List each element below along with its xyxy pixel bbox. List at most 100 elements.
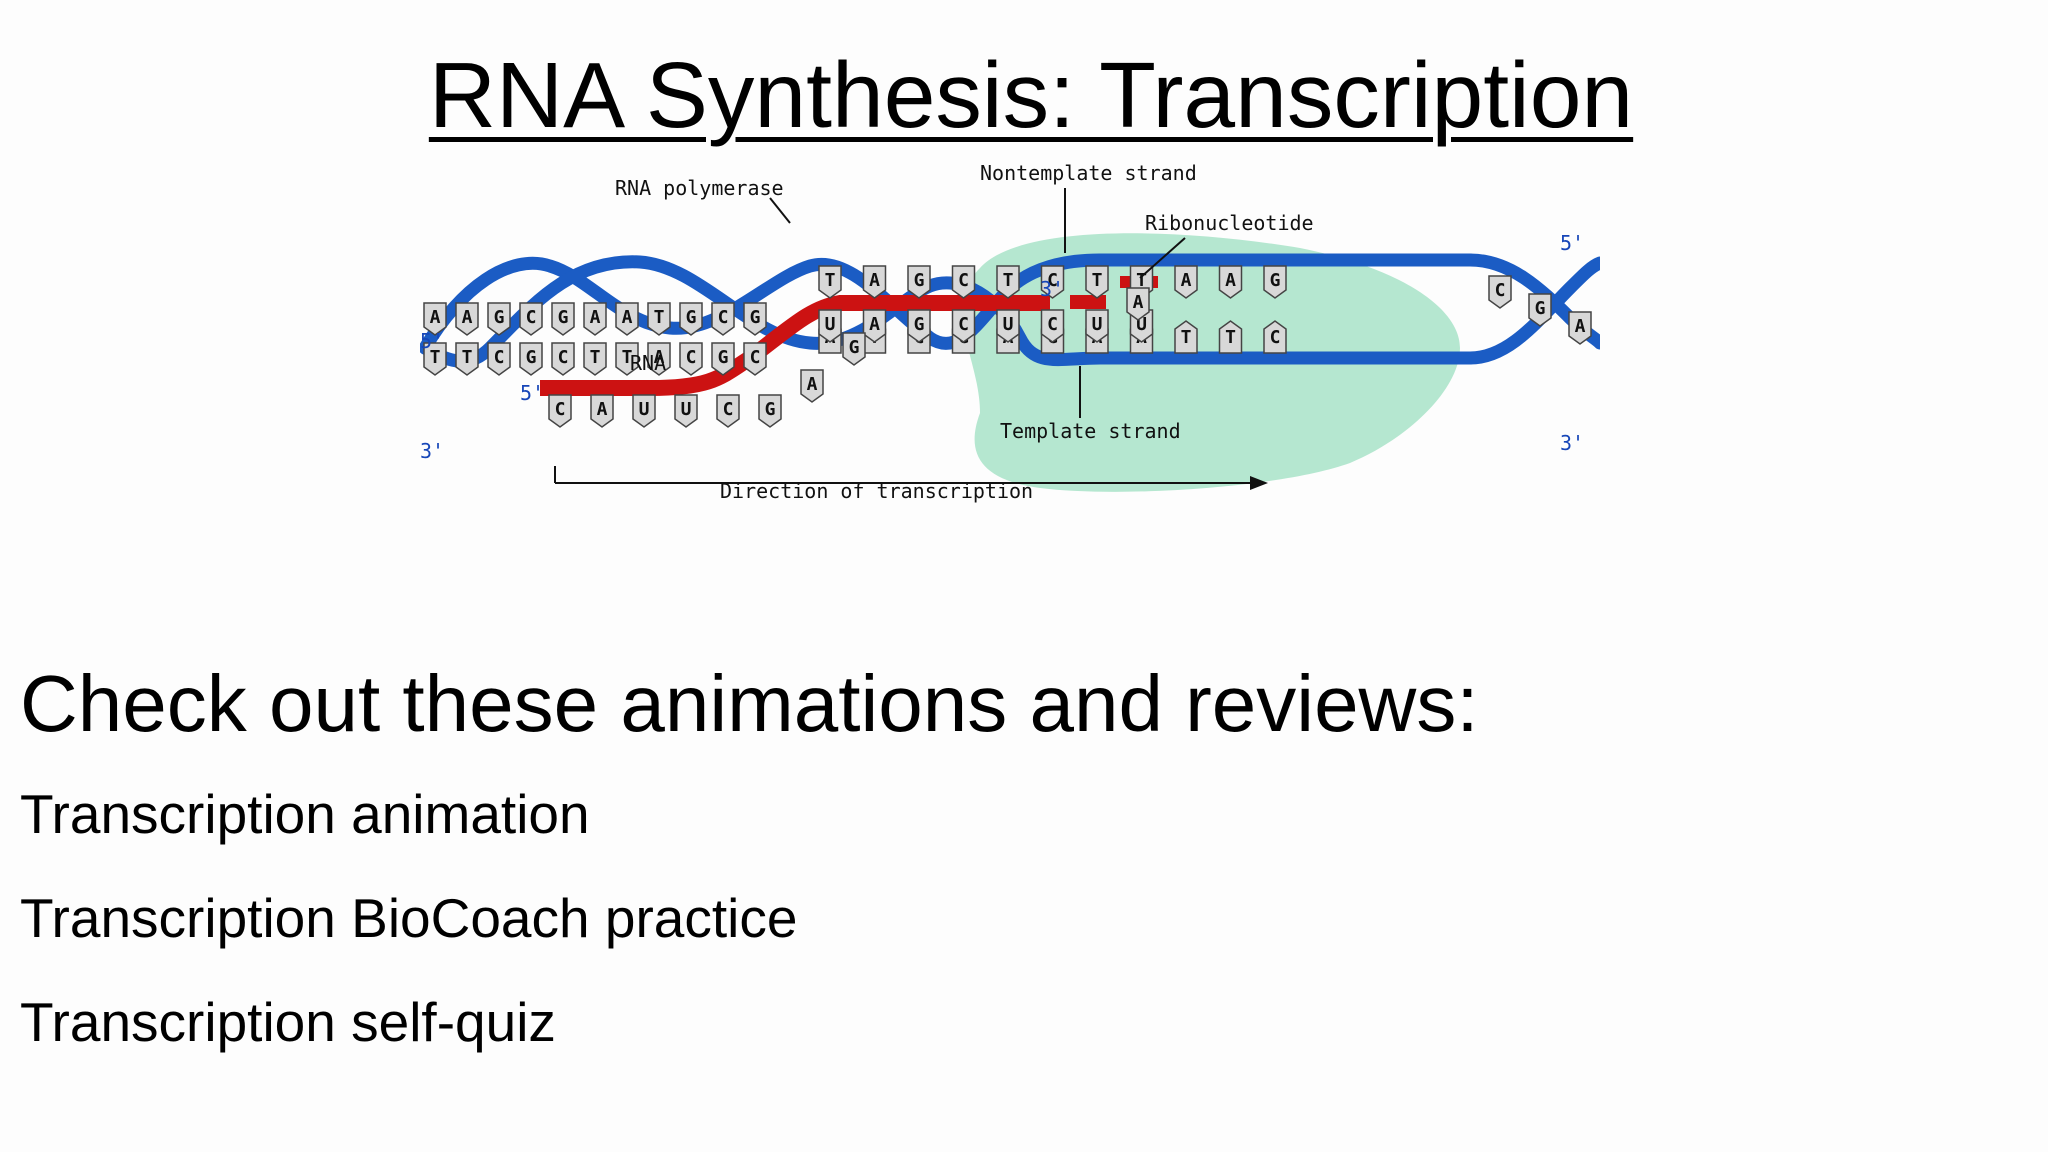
rna-base: U — [818, 309, 842, 343]
base-letter: T — [825, 270, 836, 291]
helix-base: G — [743, 302, 767, 336]
helix-base: G — [551, 302, 575, 336]
label-rna: RNA — [630, 351, 666, 375]
helix-base: A — [455, 302, 479, 336]
rna-base: U — [1085, 309, 1109, 343]
base-letter: T — [1136, 270, 1147, 291]
base-letter: A — [590, 307, 601, 328]
template-base: T — [1218, 320, 1243, 354]
link-self-quiz[interactable]: Transcription self-quiz — [20, 991, 556, 1053]
nontemplate-base: T — [996, 265, 1020, 299]
helix-base: A — [423, 302, 447, 336]
base-letter: A — [654, 347, 665, 368]
base-letter: T — [1092, 270, 1103, 291]
rna-trailing-base: A — [590, 394, 614, 428]
template-base: C — [1263, 320, 1287, 354]
nontemplate-base: G — [1263, 265, 1287, 299]
base-letter: A — [1225, 270, 1236, 291]
base-letter: C — [1270, 327, 1281, 348]
end-3prime-left: 3' — [420, 439, 444, 463]
end-3prime-right: 3' — [1560, 431, 1584, 455]
base-letter: U — [1136, 314, 1147, 335]
rna-3prime-segment — [1070, 295, 1106, 309]
nontemplate-base: A — [862, 265, 887, 299]
helix-base-pair: C — [487, 342, 511, 376]
link-biocoach-practice[interactable]: Transcription BioCoach practice — [20, 887, 798, 949]
helix-base: C — [519, 302, 543, 336]
right-helix-bases: C G A — [1488, 275, 1592, 345]
base-letter: T — [654, 307, 665, 328]
helix-base: T — [647, 302, 671, 336]
end-5prime-rna: 5' — [520, 381, 544, 405]
base-letter: C — [1495, 280, 1506, 301]
rna-base: C — [951, 309, 976, 343]
base-letter: G — [765, 399, 776, 420]
helix-base: A — [615, 302, 639, 336]
leader-polymerase — [769, 197, 791, 224]
helix-base-pair: C — [679, 342, 703, 376]
base-letter: A — [869, 270, 880, 291]
base-letter: C — [750, 347, 761, 368]
helix-base-right: G — [1528, 293, 1552, 327]
base-letter: T — [590, 347, 601, 368]
base-letter: A — [869, 314, 880, 335]
helix-base: G — [679, 302, 703, 336]
base-letter: U — [681, 399, 692, 420]
base-letter: C — [1047, 314, 1058, 335]
rna-trailing-base: U — [632, 394, 656, 428]
base-letter: G — [849, 337, 860, 358]
helix-base: G — [487, 302, 511, 336]
nontemplate-base: T — [1085, 265, 1109, 299]
animations-heading: Check out these animations and reviews: — [20, 659, 1479, 748]
base-letter: C — [1047, 270, 1058, 291]
base-letter: T — [1181, 327, 1192, 348]
base-letter: A — [462, 307, 473, 328]
base-letter: T — [430, 347, 441, 368]
label-nontemplate-strand: Nontemplate strand — [980, 161, 1197, 185]
base-letter: A — [807, 374, 818, 395]
link-transcription-animation[interactable]: Transcription animation — [20, 783, 590, 845]
label-rna-polymerase: RNA polymerase — [615, 176, 784, 200]
base-letter: C — [555, 399, 566, 420]
helix-base-pair: T — [423, 342, 447, 376]
base-letter: A — [1181, 270, 1192, 291]
rna-trailing-base: C — [548, 394, 572, 428]
helix-base-pair: C — [743, 342, 767, 376]
nontemplate-base: T — [818, 265, 842, 299]
helix-base-right: A — [1568, 311, 1592, 345]
base-letter: A — [597, 399, 608, 420]
end-3prime-rna: 3' — [1040, 277, 1064, 301]
end-5prime-left: 5' — [420, 329, 444, 353]
base-letter: A — [1133, 292, 1144, 313]
rna-trailing-base: G — [758, 394, 782, 428]
helix-base-pair: T — [583, 342, 607, 376]
leader-ribonucleotide — [1139, 237, 1186, 279]
base-letter: C — [686, 347, 697, 368]
label-template-strand: Template strand — [1000, 419, 1181, 443]
base-letter: C — [958, 314, 969, 335]
helix-base-right: C — [1488, 275, 1512, 309]
base-letter: G — [914, 314, 925, 335]
base-letter: G — [1535, 298, 1546, 319]
label-ribonucleotide: Ribonucleotide — [1145, 211, 1314, 235]
base-letter: G — [718, 347, 729, 368]
nontemplate-base: G — [907, 265, 931, 299]
base-letter: G — [494, 307, 505, 328]
rna-base: G — [907, 309, 931, 343]
base-letter: A — [622, 307, 633, 328]
base-letter: C — [958, 270, 969, 291]
base-letter: C — [723, 399, 734, 420]
nontemplate-base: A — [1174, 265, 1198, 299]
base-letter: C — [718, 307, 729, 328]
base-letter: T — [1003, 270, 1014, 291]
base-letter: G — [914, 270, 925, 291]
base-letter: T — [1225, 327, 1236, 348]
base-letter: A — [1575, 316, 1586, 337]
helix-base-pair: G — [519, 342, 543, 376]
base-letter: U — [1003, 314, 1014, 335]
rna-trailing-base: C — [716, 394, 740, 428]
